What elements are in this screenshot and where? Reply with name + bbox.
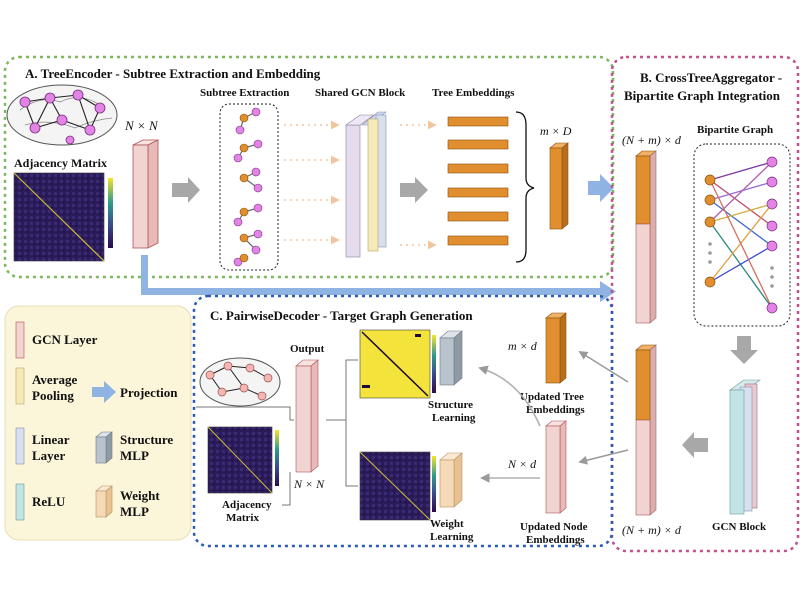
shared-gcn-block-label: Shared GCN Block	[315, 87, 406, 99]
section-c-title: C. PairwiseDecoder - Target Graph Genera…	[210, 308, 473, 323]
gcn-block-label: GCN Block	[712, 521, 767, 533]
updated-tree-embedding-block	[545, 312, 567, 384]
arrow-gcn-to-bottom-block	[682, 432, 708, 458]
output-label: Output	[290, 343, 325, 355]
projection-arrow-down-to-c	[141, 255, 616, 302]
section-b-title-line1: B. CrossTreeAggregator -	[640, 70, 782, 85]
n-by-d-label: N × d	[507, 457, 537, 471]
legend-projection-label: Projection	[120, 385, 178, 400]
legend-panel: GCN Layer Average Pooling Projection Lin…	[4, 305, 192, 541]
output-connector	[196, 406, 294, 506]
node-to-structure-arrow	[478, 365, 541, 427]
updated-tree-embeddings-line1: Updated Tree	[520, 391, 584, 403]
matrices-to-output-connector	[326, 359, 358, 487]
legend-structure-mlp-line2: MLP	[120, 448, 149, 463]
structure-learning-line1: Structure	[428, 399, 473, 411]
bipartite-graph-label: Bipartite Graph	[697, 124, 773, 136]
legend-linear-layer-line2: Layer	[32, 448, 65, 463]
updated-node-embeddings-line1: Updated Node	[520, 521, 588, 533]
brain-graph-icon	[6, 84, 118, 146]
legend-weight-mlp-line2: MLP	[120, 504, 149, 519]
legend-linear-layer-line1: Linear	[32, 432, 70, 447]
concat-embedding-block-top	[635, 150, 657, 324]
legend-average-pooling-line2: Pooling	[32, 388, 74, 403]
m-by-d-label: m × d	[508, 339, 538, 353]
arrow-bipartite-to-gcn	[730, 336, 758, 364]
arrow-to-subtree	[172, 177, 200, 203]
adjacency-matrix-output	[207, 426, 279, 494]
structure-matrix	[359, 329, 436, 399]
subtree-extraction-box	[219, 103, 279, 271]
legend-structure-mlp-line1: Structure	[120, 432, 173, 447]
legend-weight-mlp-line1: Weight	[120, 488, 160, 503]
tree-embeddings-brace	[515, 111, 535, 263]
structure-learning-line2: Learning	[432, 412, 476, 424]
updated-node-embedding-block	[545, 420, 567, 514]
projection-arrow-to-b	[588, 174, 614, 202]
section-b-cross-tree-aggregator: B. CrossTreeAggregator - Bipartite Graph…	[610, 55, 800, 553]
n-plus-m-by-d-bottom-label: (N + m) × d	[622, 523, 682, 537]
legend-relu-label: ReLU	[32, 494, 66, 509]
section-c-border	[192, 294, 614, 548]
updated-node-embeddings-line2: Embeddings	[526, 534, 585, 546]
adjacency-matrix-output-line2: Matrix	[226, 512, 259, 524]
updated-tree-embeddings-line2: Embeddings	[526, 404, 585, 416]
weight-learning-line2: Learning	[430, 531, 474, 543]
legend-linear-layer-swatch	[15, 427, 25, 465]
subtree-extraction-label: Subtree Extraction	[200, 87, 289, 99]
input-gcn-layer-block	[132, 139, 159, 249]
legend-projection-arrow	[92, 381, 116, 403]
arrow-to-tree-embeddings	[400, 177, 428, 203]
legend-relu-swatch	[15, 483, 25, 521]
pooled-tree-embedding-block	[549, 142, 569, 230]
legend-gcn-layer-label: GCN Layer	[32, 332, 98, 347]
bipartite-graph	[693, 143, 791, 327]
legend-average-pooling-line1: Average	[32, 372, 77, 387]
legend-structure-mlp-swatch	[95, 431, 113, 464]
subtree-to-gcn-arrows	[284, 120, 340, 245]
adjacency-matrix-input-label: Adjacency Matrix	[14, 156, 107, 170]
tree-embeddings-label: Tree Embeddings	[432, 87, 515, 99]
output-block	[295, 359, 319, 473]
m-by-D-label: m × D	[540, 124, 572, 138]
output-brain-graph-icon	[199, 357, 281, 407]
concat-embedding-block-bottom	[635, 344, 657, 516]
section-b-title-line2: Bipartite Graph Integration	[624, 88, 781, 103]
n-plus-m-by-d-top-label: (N + m) × d	[622, 133, 682, 147]
weight-matrix	[359, 451, 436, 521]
section-a-tree-encoder: A. TreeEncoder - Subtree Extraction and …	[3, 55, 615, 279]
structure-mlp-block	[439, 330, 463, 386]
weight-learning-line1: Weight	[430, 518, 464, 530]
weight-mlp-block	[439, 452, 463, 508]
legend-gcn-layer-swatch	[15, 321, 25, 359]
split-arrows	[578, 351, 629, 465]
section-a-title: A. TreeEncoder - Subtree Extraction and …	[25, 66, 321, 81]
legend-average-pooling-swatch	[15, 367, 25, 405]
tree-embeddings-bars	[447, 116, 509, 246]
legend-weight-mlp-swatch	[95, 485, 113, 518]
section-c-pairwise-decoder: C. PairwiseDecoder - Target Graph Genera…	[192, 294, 629, 548]
shared-gcn-block	[345, 111, 387, 258]
output-n-by-n-label: N × N	[293, 477, 325, 491]
adjacency-matrix-output-line1: Adjacency	[222, 499, 272, 511]
gcn-block-b	[729, 379, 761, 515]
input-n-by-n-label: N × N	[124, 118, 159, 133]
adjacency-matrix-input	[13, 172, 113, 262]
section-a-border	[3, 55, 615, 279]
